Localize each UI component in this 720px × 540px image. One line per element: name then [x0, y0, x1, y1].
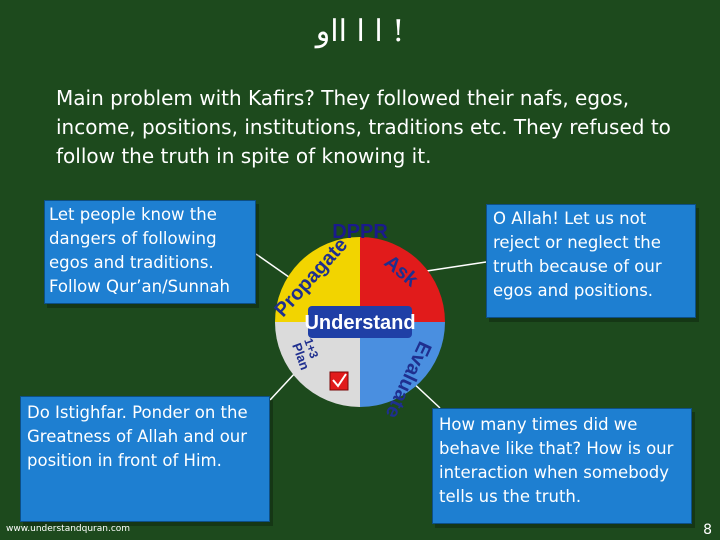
callout-how-many-times: How many times did we behave like that? … [432, 408, 692, 524]
center-bar [308, 306, 412, 338]
callout-do-istighfar: Do Istighfar. Ponder on the Greatness of… [20, 396, 270, 522]
segment-propagate [275, 237, 360, 322]
main-problem-text: Main problem with Kafirs? They followed … [56, 86, 671, 168]
page-number: 8 [703, 522, 712, 538]
center-label: Understand [304, 312, 415, 334]
segment-ask [360, 237, 445, 322]
callout-o-allah: O Allah! Let us not reject or neglect th… [486, 204, 696, 318]
diagram-heading: DPPR [332, 221, 388, 243]
segment-evaluate [360, 322, 445, 407]
callout-let-people-know: Let people know the dangers of following… [44, 200, 256, 304]
footer-website: www.understandquran.com [6, 524, 131, 534]
red-check-icon [329, 371, 349, 391]
slide-title: ا ا ااو ! [315, 14, 405, 49]
plan-sub-label: 1+3 [301, 336, 321, 360]
